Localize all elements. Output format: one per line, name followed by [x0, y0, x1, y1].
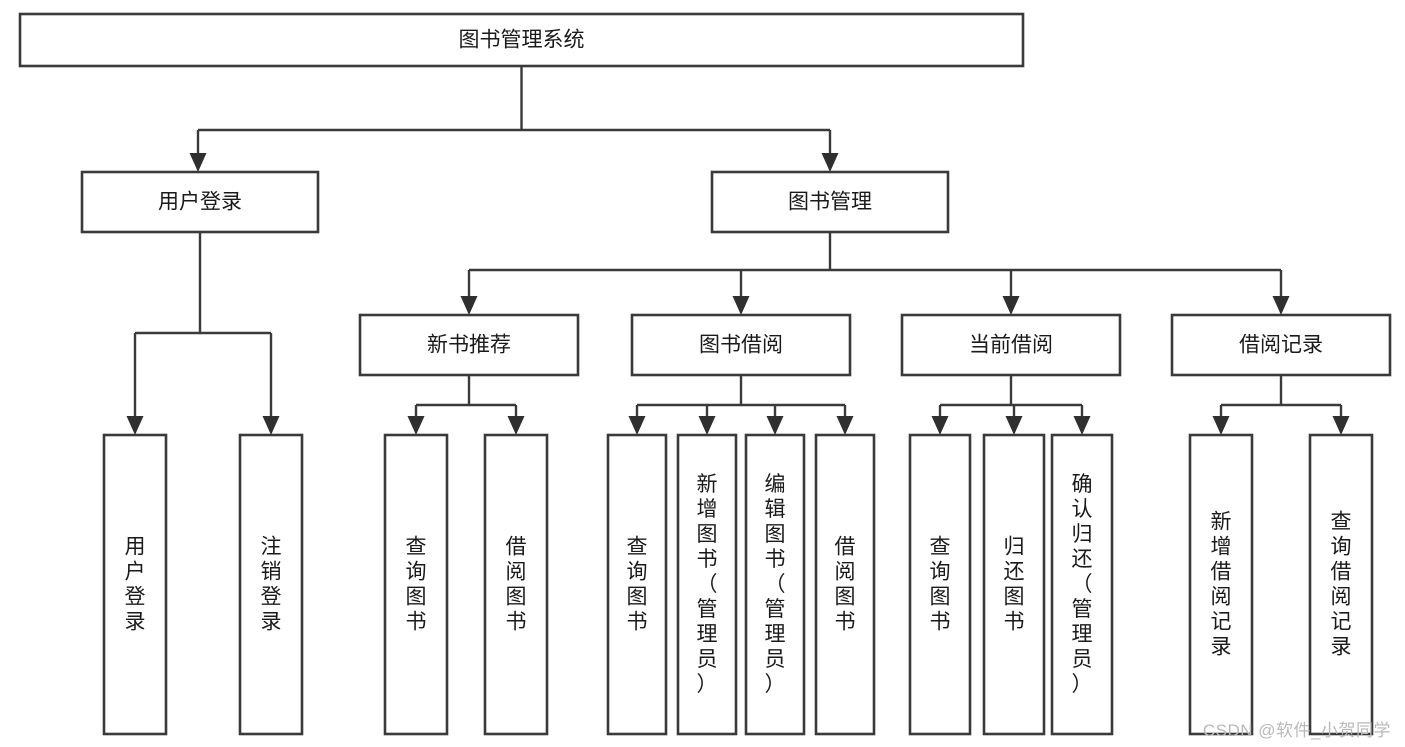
- node-leaf-user-login-label: 用户登录: [125, 536, 146, 634]
- arrow-head-icon: [189, 153, 207, 172]
- arrow-head-icon: [732, 296, 750, 315]
- node-current-borrow[interactable]: 当前借阅: [900, 313, 1122, 377]
- boxes-layer: 图书管理系统用户登录图书管理新书推荐图书借阅当前借阅借阅记录用户登录注销登录查询…: [18, 12, 1392, 736]
- arrow-head-icon: [698, 416, 716, 435]
- arrow-head-icon: [1272, 296, 1290, 315]
- node-root-system[interactable]: 图书管理系统: [18, 12, 1025, 68]
- arrow-head-icon: [1332, 416, 1350, 435]
- node-leaf-add-book-label: 新增图书（管理员）: [697, 473, 718, 696]
- node-leaf-confirm-return[interactable]: 确认归还（管理员）: [1050, 433, 1114, 736]
- arrow-head-icon: [766, 416, 784, 435]
- node-new-book-recommend[interactable]: 新书推荐: [358, 313, 580, 377]
- node-book-borrow-box[interactable]: [630, 313, 852, 377]
- node-leaf-user-login[interactable]: 用户登录: [102, 433, 168, 736]
- node-leaf-query-book-2-label: 查询图书: [627, 536, 648, 634]
- node-leaf-return-book-box[interactable]: [982, 433, 1046, 736]
- node-leaf-confirm-return-label: 确认归还（管理员）: [1072, 473, 1093, 696]
- node-leaf-add-record[interactable]: 新增借阅记录: [1188, 433, 1254, 736]
- connectors-layer: [126, 66, 1350, 435]
- arrow-head-icon: [1073, 416, 1091, 435]
- node-leaf-user-login-box[interactable]: [102, 433, 168, 736]
- node-leaf-add-record-label: 新增借阅记录: [1211, 511, 1232, 659]
- node-new-book-recommend-label: 新书推荐: [427, 334, 511, 357]
- node-book-borrow-label: 图书借阅: [699, 334, 783, 357]
- node-leaf-borrow-book-2-box[interactable]: [814, 433, 876, 736]
- node-borrow-record-box[interactable]: [1170, 313, 1392, 377]
- arrow-head-icon: [1005, 416, 1023, 435]
- watermark-label: CSDN @软件_小贺同学: [1202, 721, 1391, 740]
- arrow-head-icon: [126, 416, 144, 435]
- node-leaf-borrow-book-2[interactable]: 借阅图书: [814, 433, 876, 736]
- node-leaf-query-book-3-box[interactable]: [908, 433, 972, 736]
- arrow-head-icon: [628, 416, 646, 435]
- node-leaf-query-book-2[interactable]: 查询图书: [606, 433, 668, 736]
- node-root-system-label: 图书管理系统: [459, 29, 585, 52]
- node-current-borrow-label: 当前借阅: [969, 334, 1053, 357]
- node-borrow-record[interactable]: 借阅记录: [1170, 313, 1392, 377]
- arrow-head-icon: [262, 416, 280, 435]
- node-leaf-add-book-box[interactable]: [676, 433, 738, 736]
- node-current-borrow-box[interactable]: [900, 313, 1122, 377]
- node-leaf-query-record-box[interactable]: [1308, 433, 1374, 736]
- node-leaf-return-book[interactable]: 归还图书: [982, 433, 1046, 736]
- node-leaf-query-book-1[interactable]: 查询图书: [383, 433, 449, 736]
- node-user-login-box[interactable]: [80, 170, 320, 234]
- node-leaf-query-book-2-box[interactable]: [606, 433, 668, 736]
- node-borrow-record-label: 借阅记录: [1239, 334, 1323, 357]
- node-leaf-user-logout-label: 注销登录: [261, 536, 282, 634]
- node-leaf-edit-book[interactable]: 编辑图书（管理员）: [744, 433, 806, 736]
- arrow-head-icon: [407, 416, 425, 435]
- node-leaf-query-book-1-label: 查询图书: [406, 536, 427, 634]
- arrow-head-icon: [1002, 296, 1020, 315]
- node-leaf-confirm-return-box[interactable]: [1050, 433, 1114, 736]
- node-leaf-query-book-3[interactable]: 查询图书: [908, 433, 972, 736]
- arrow-head-icon: [836, 416, 854, 435]
- node-leaf-return-book-label: 归还图书: [1004, 536, 1025, 634]
- node-leaf-borrow-book-1-box[interactable]: [483, 433, 549, 736]
- node-book-manage-box[interactable]: [710, 170, 950, 234]
- arrow-head-icon: [507, 416, 525, 435]
- node-leaf-edit-book-box[interactable]: [744, 433, 806, 736]
- node-leaf-add-record-box[interactable]: [1188, 433, 1254, 736]
- node-user-login[interactable]: 用户登录: [80, 170, 320, 234]
- node-leaf-query-record-label: 查询借阅记录: [1331, 511, 1352, 659]
- node-leaf-borrow-book-1-label: 借阅图书: [506, 536, 527, 634]
- node-book-manage[interactable]: 图书管理: [710, 170, 950, 234]
- node-leaf-user-logout-box[interactable]: [238, 433, 304, 736]
- node-leaf-edit-book-label: 编辑图书（管理员）: [765, 473, 786, 696]
- node-leaf-query-book-1-box[interactable]: [383, 433, 449, 736]
- node-leaf-add-book[interactable]: 新增图书（管理员）: [676, 433, 738, 736]
- node-leaf-borrow-book-1[interactable]: 借阅图书: [483, 433, 549, 736]
- node-leaf-borrow-book-2-label: 借阅图书: [835, 536, 856, 634]
- node-user-login-label: 用户登录: [158, 191, 242, 214]
- node-leaf-query-record[interactable]: 查询借阅记录: [1308, 433, 1374, 736]
- arrow-head-icon: [821, 153, 839, 172]
- node-leaf-user-logout[interactable]: 注销登录: [238, 433, 304, 736]
- arrow-head-icon: [931, 416, 949, 435]
- node-new-book-recommend-box[interactable]: [358, 313, 580, 377]
- node-leaf-query-book-3-label: 查询图书: [930, 536, 951, 634]
- arrow-head-icon: [1212, 416, 1230, 435]
- node-book-manage-label: 图书管理: [788, 191, 872, 214]
- arrow-head-icon: [460, 296, 478, 315]
- node-root-system-box[interactable]: [18, 12, 1025, 68]
- node-book-borrow[interactable]: 图书借阅: [630, 313, 852, 377]
